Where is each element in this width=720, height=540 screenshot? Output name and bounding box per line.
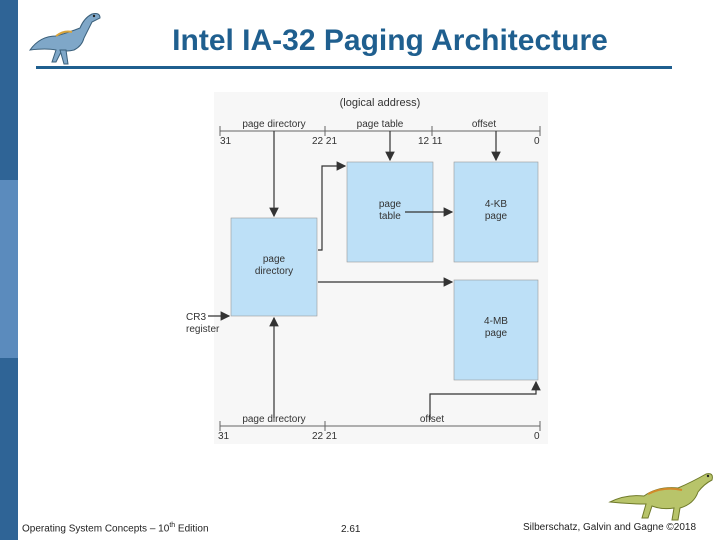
- page-directory-label-1: page: [263, 254, 286, 265]
- footer-copyright: Silberschatz, Galvin and Gagne ©2018: [523, 522, 697, 533]
- top-field-page-directory: page directory: [242, 119, 305, 130]
- page-4mb-box: [453, 279, 539, 381]
- cr3-label-2: register: [186, 324, 220, 335]
- page-4mb-label-2: page: [485, 328, 508, 339]
- slide-title: Intel IA-32 Paging Architecture: [172, 24, 608, 57]
- footer-left-prefix: Operating System Concepts – 10: [22, 523, 170, 535]
- top-bit-12-11: 12 11: [418, 136, 443, 147]
- bottom-bit-0: 0: [534, 431, 540, 442]
- title-rule: [36, 66, 672, 69]
- footer-left-suffix: Edition: [175, 523, 209, 535]
- bottom-bit-31: 31: [218, 431, 230, 442]
- page-table-label-1: page: [379, 199, 402, 210]
- bottom-field-page-directory: page directory: [242, 414, 305, 425]
- footer-page-number: 2.61: [341, 524, 361, 535]
- bottom-bit-22-21: 22 21: [312, 431, 337, 442]
- top-bit-31: 31: [220, 136, 232, 147]
- diagram-arrows: [208, 131, 541, 420]
- page-directory-box: [230, 217, 318, 317]
- sidebar-highlight: [0, 180, 18, 358]
- top-bit-22-21: 22 21: [312, 136, 337, 147]
- logical-address-label: (logical address): [340, 97, 421, 109]
- page-4kb-label-2: page: [485, 211, 508, 222]
- page-4kb-label-1: 4-KB: [485, 199, 508, 210]
- footer-book-title: Operating System Concepts – 10th Edition: [22, 522, 209, 534]
- top-bit-0: 0: [534, 136, 540, 147]
- dinosaur-icon: [28, 13, 101, 65]
- bottom-field-offset: offset: [420, 414, 444, 425]
- bottom-address-bar: [219, 421, 541, 431]
- top-field-offset: offset: [472, 119, 496, 130]
- sidebar-bar: [0, 0, 18, 540]
- top-address-bar: [219, 126, 541, 136]
- top-field-page-table: page table: [357, 119, 404, 130]
- footer-left-sup: th: [169, 522, 176, 529]
- page-4mb-label-1: 4-MB: [484, 316, 508, 327]
- page-table-label-2: table: [379, 211, 401, 222]
- cr3-label-1: CR3: [186, 312, 206, 323]
- dinosaur-icon: [608, 473, 713, 521]
- page-directory-label-2: directory: [255, 266, 293, 277]
- page-4kb-box: [453, 161, 539, 263]
